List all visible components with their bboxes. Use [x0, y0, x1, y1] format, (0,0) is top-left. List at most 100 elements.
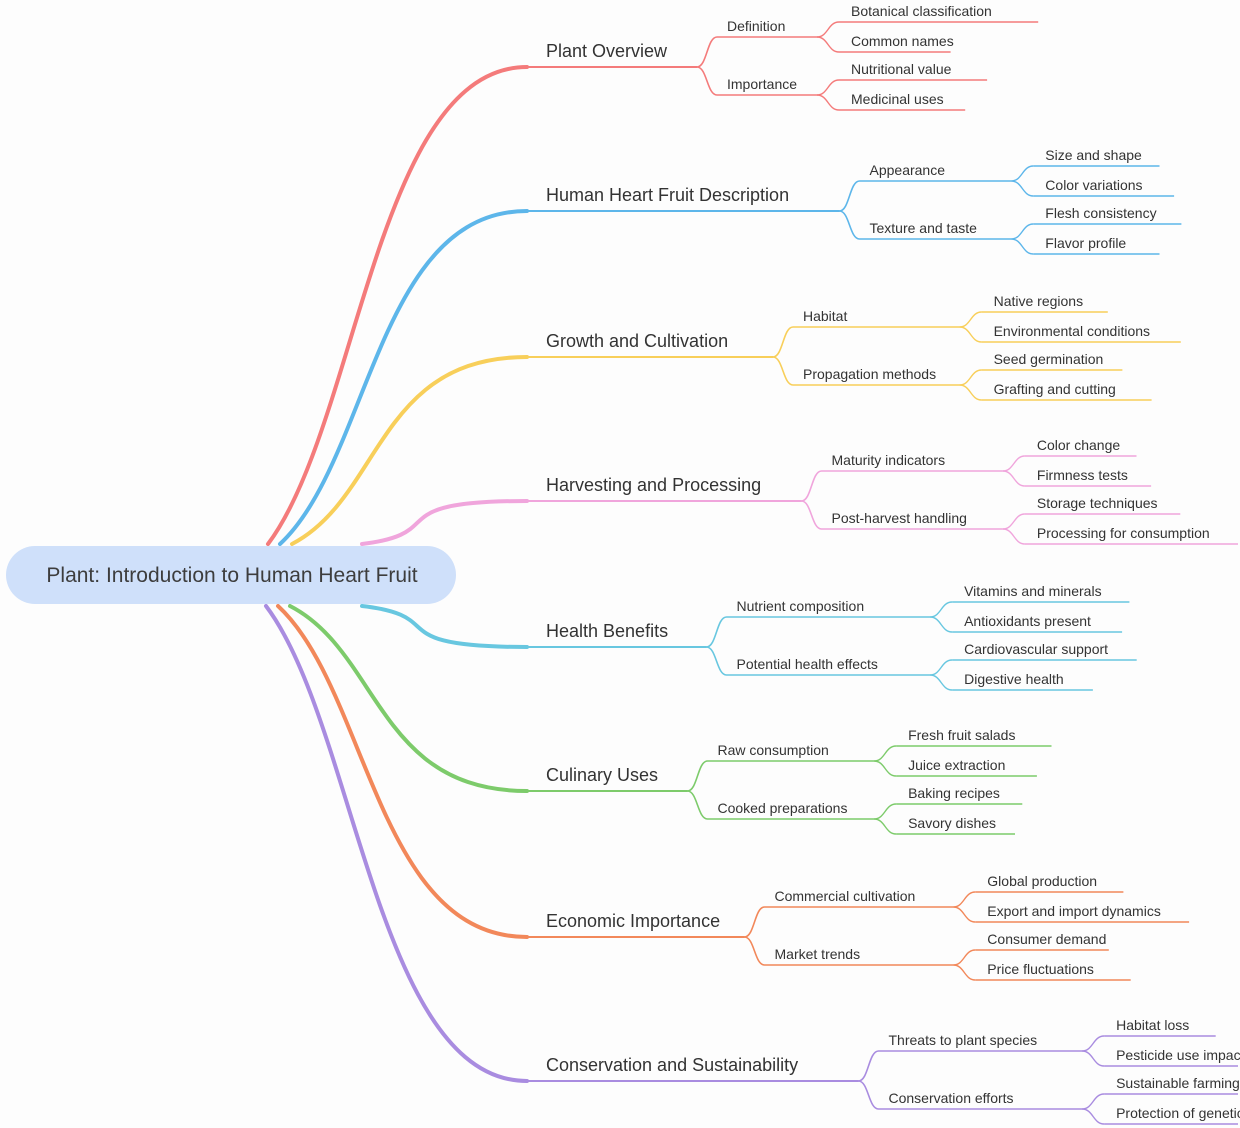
- sub-to-leaf-connector: [953, 949, 976, 966]
- root-node[interactable]: [6, 546, 456, 604]
- sub-node-label[interactable]: Market trends: [775, 946, 861, 962]
- sub-to-leaf-connector: [874, 760, 897, 777]
- branch-label[interactable]: Plant Overview: [546, 41, 668, 61]
- leaf-node-label[interactable]: Color change: [1037, 437, 1120, 453]
- sub-to-leaf-connector: [874, 818, 897, 835]
- root-to-branch-connector: [266, 65, 529, 546]
- branch-to-sub-connector: [706, 616, 727, 648]
- sub-to-leaf-connector: [1082, 1035, 1105, 1052]
- leaf-node-label[interactable]: Savory dishes: [908, 815, 996, 831]
- sub-node-label[interactable]: Commercial cultivation: [775, 888, 916, 904]
- leaf-node-label[interactable]: Global production: [987, 873, 1097, 889]
- sub-to-leaf-connector: [874, 745, 897, 762]
- sub-to-leaf-connector: [959, 384, 982, 401]
- sub-to-leaf-connector: [930, 616, 953, 633]
- sub-to-leaf-connector: [953, 891, 976, 908]
- branch-label[interactable]: Culinary Uses: [546, 765, 658, 785]
- root-to-branch-connector: [278, 209, 529, 546]
- sub-node-label[interactable]: Raw consumption: [718, 742, 829, 758]
- root-to-branch-connector: [360, 499, 529, 546]
- leaf-node-label[interactable]: Size and shape: [1045, 147, 1142, 163]
- sub-node-label[interactable]: Post-harvest handling: [832, 510, 967, 526]
- leaf-node-label[interactable]: Fresh fruit salads: [908, 727, 1015, 743]
- sub-to-leaf-connector: [1011, 223, 1034, 240]
- sub-to-leaf-connector: [874, 803, 897, 820]
- leaf-node-label[interactable]: Export and import dynamics: [987, 903, 1161, 919]
- mindmap-edges: [264, 21, 1238, 1125]
- branch-label[interactable]: Health Benefits: [546, 621, 668, 641]
- branch-to-sub-connector: [801, 470, 822, 502]
- sub-to-leaf-connector: [1002, 455, 1025, 472]
- sub-node-label[interactable]: Nutrient composition: [737, 598, 865, 614]
- sub-node-label[interactable]: Propagation methods: [803, 366, 936, 382]
- leaf-node-label[interactable]: Botanical classification: [851, 3, 992, 19]
- sub-to-leaf-connector: [1011, 165, 1034, 182]
- branch-label[interactable]: Economic Importance: [546, 911, 720, 931]
- leaf-node-label[interactable]: Pesticide use impact: [1116, 1047, 1240, 1063]
- branch-label[interactable]: Harvesting and Processing: [546, 475, 761, 495]
- branch-to-sub-connector: [706, 646, 727, 676]
- leaf-node-label[interactable]: Medicinal uses: [851, 91, 944, 107]
- branch-to-sub-connector: [772, 356, 794, 386]
- branch-label[interactable]: Human Heart Fruit Description: [546, 185, 789, 205]
- leaf-node-label[interactable]: Flesh consistency: [1045, 205, 1156, 221]
- sub-node-label[interactable]: Cooked preparations: [718, 800, 848, 816]
- sub-to-leaf-connector: [930, 601, 953, 618]
- leaf-node-label[interactable]: Juice extraction: [908, 757, 1005, 773]
- leaf-node-label[interactable]: Nutritional value: [851, 61, 952, 77]
- sub-to-leaf-connector: [1082, 1093, 1105, 1110]
- branch-to-sub-connector: [839, 180, 860, 212]
- leaf-node-label[interactable]: Baking recipes: [908, 785, 1000, 801]
- sub-node-label[interactable]: Potential health effects: [737, 656, 878, 672]
- sub-node-label[interactable]: Definition: [727, 18, 785, 34]
- sub-node-label[interactable]: Conservation efforts: [889, 1090, 1014, 1106]
- leaf-node-label[interactable]: Digestive health: [964, 671, 1064, 687]
- leaf-node-label[interactable]: Habitat loss: [1116, 1017, 1189, 1033]
- branch-label[interactable]: Conservation and Sustainability: [546, 1055, 798, 1075]
- leaf-node-label[interactable]: Protection of genetic diversity: [1116, 1105, 1240, 1121]
- leaf-node-label[interactable]: Native regions: [994, 293, 1084, 309]
- leaf-node-label[interactable]: Cardiovascular support: [964, 641, 1108, 657]
- branch-to-sub-connector: [696, 36, 718, 68]
- leaf-node-label[interactable]: Environmental conditions: [994, 323, 1150, 339]
- sub-to-leaf-connector: [953, 906, 976, 923]
- leaf-node-label[interactable]: Seed germination: [994, 351, 1104, 367]
- leaf-node-label[interactable]: Price fluctuations: [987, 961, 1094, 977]
- leaf-node-label[interactable]: Processing for consumption: [1037, 525, 1210, 541]
- branch-to-sub-connector: [839, 210, 860, 240]
- sub-to-leaf-connector: [816, 94, 840, 111]
- branch-to-sub-connector: [801, 500, 822, 530]
- leaf-node-label[interactable]: Antioxidants present: [964, 613, 1091, 629]
- sub-to-leaf-connector: [1002, 513, 1025, 530]
- branch-to-sub-connector: [687, 790, 708, 820]
- leaf-node-label[interactable]: Storage techniques: [1037, 495, 1158, 511]
- leaf-node-label[interactable]: Common names: [851, 33, 954, 49]
- branch-label[interactable]: Growth and Cultivation: [546, 331, 728, 351]
- sub-to-leaf-connector: [959, 311, 982, 328]
- leaf-node-label[interactable]: Sustainable farming practices: [1116, 1075, 1240, 1091]
- sub-to-leaf-connector: [1002, 528, 1025, 545]
- leaf-node-label[interactable]: Vitamins and minerals: [964, 583, 1101, 599]
- root-to-branch-connector: [290, 355, 529, 546]
- leaf-node-label[interactable]: Firmness tests: [1037, 467, 1128, 483]
- sub-node-label[interactable]: Habitat: [803, 308, 847, 324]
- sub-to-leaf-connector: [959, 326, 982, 343]
- sub-to-leaf-connector: [816, 21, 840, 38]
- sub-node-label[interactable]: Importance: [727, 76, 797, 92]
- branch-to-sub-connector: [696, 66, 718, 96]
- leaf-node-label[interactable]: Consumer demand: [987, 931, 1106, 947]
- sub-node-label[interactable]: Texture and taste: [870, 220, 978, 236]
- sub-node-label[interactable]: Appearance: [870, 162, 946, 178]
- leaf-node-label[interactable]: Grafting and cutting: [994, 381, 1116, 397]
- sub-node-label[interactable]: Maturity indicators: [832, 452, 946, 468]
- leaf-node-label[interactable]: Color variations: [1045, 177, 1142, 193]
- leaf-node-label[interactable]: Flavor profile: [1045, 235, 1126, 251]
- root-to-branch-connector: [276, 604, 529, 939]
- branch-to-sub-connector: [744, 936, 765, 966]
- sub-node-label[interactable]: Threats to plant species: [889, 1032, 1038, 1048]
- branch-to-sub-connector: [858, 1050, 879, 1082]
- sub-to-leaf-connector: [1082, 1050, 1105, 1067]
- branch-to-sub-connector: [772, 326, 794, 358]
